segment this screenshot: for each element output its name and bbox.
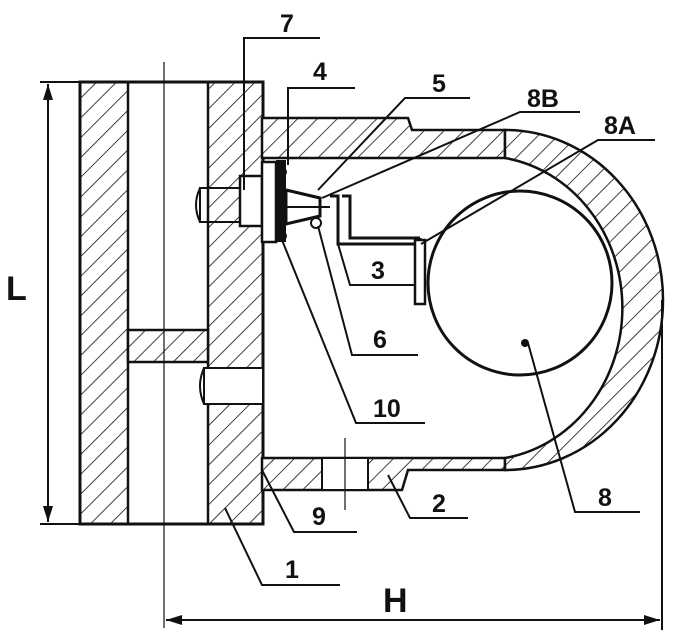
dimension-label-h: H	[383, 582, 408, 620]
part-label-7: 7	[280, 10, 294, 38]
leader-lines	[224, 37, 655, 586]
part-label-8: 8	[598, 484, 612, 512]
dimension-label-l: L	[6, 270, 27, 308]
dimension-lines	[40, 81, 663, 630]
valve-assembly	[238, 160, 427, 306]
part-label-2: 2	[432, 490, 446, 518]
part-label-10: 10	[373, 395, 401, 423]
part-label-3: 3	[371, 257, 385, 285]
part-label-8a: 8A	[604, 112, 636, 140]
part-label-4: 4	[313, 58, 327, 86]
part-label-1: 1	[285, 556, 299, 584]
part-label-8b: 8B	[527, 85, 559, 113]
u-housing	[260, 116, 665, 510]
part-label-9: 9	[312, 503, 326, 531]
float-ball	[426, 189, 614, 377]
body-block	[78, 62, 265, 628]
part-label-6: 6	[373, 326, 387, 354]
part-label-5: 5	[432, 70, 446, 98]
